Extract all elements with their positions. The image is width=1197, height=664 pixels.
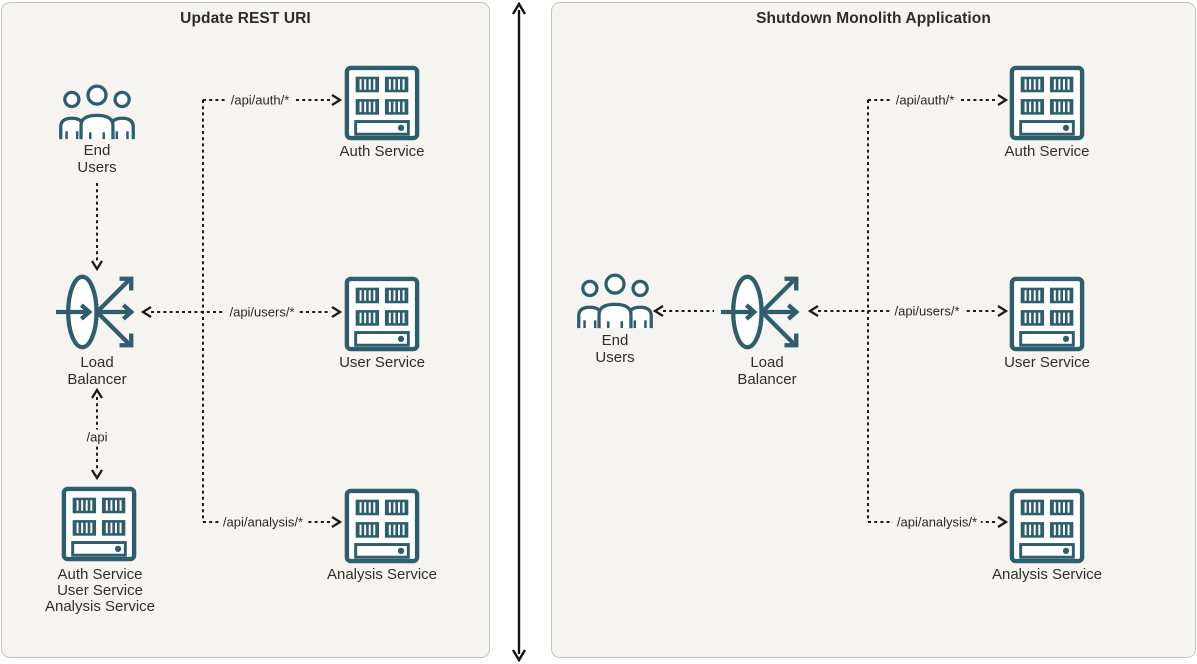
monolith-server-icon: [60, 485, 138, 563]
auth-service-icon: [343, 64, 421, 142]
analysis-service-label: Analysis Service: [326, 566, 438, 583]
load-balancer-icon: [55, 268, 141, 356]
auth-service-icon: [1008, 64, 1086, 142]
right-panel-title: Shutdown Monolith Application: [756, 10, 991, 27]
user-service-label: User Service: [339, 354, 425, 371]
user-service-icon: [343, 275, 421, 353]
analysis-service-icon: [1008, 487, 1086, 565]
load-balancer-icon: [720, 268, 806, 356]
left-panel-title: Update REST URI: [180, 10, 311, 27]
route-label-auth: /api/auth/*: [891, 92, 959, 108]
route-label-users: /api/users/*: [890, 303, 964, 319]
vertical-double-arrow-icon: [511, 1, 527, 663]
end-users-label: End Users: [77, 142, 117, 176]
user-service-label: User Service: [1004, 354, 1090, 371]
load-balancer-label: Load Balancer: [737, 354, 797, 388]
route-label-analysis: /api/analysis/*: [892, 514, 982, 530]
route-label-api: /api: [82, 429, 112, 445]
auth-service-label: Auth Service: [339, 143, 425, 160]
route-label-analysis: /api/analysis/*: [218, 514, 308, 530]
monolith-label: Auth Service User Service Analysis Servi…: [44, 566, 156, 615]
analysis-service-label: Analysis Service: [991, 566, 1103, 583]
end-users-icon: [58, 83, 136, 141]
load-balancer-label: Load Balancer: [67, 354, 127, 388]
route-label-auth: /api/auth/*: [226, 92, 294, 108]
end-users-label: End Users: [595, 332, 635, 366]
route-label-users: /api/users/*: [225, 304, 299, 320]
end-users-icon: [576, 272, 654, 330]
analysis-service-icon: [343, 487, 421, 565]
panel-shutdown-monolith: [551, 2, 1196, 658]
auth-service-label: Auth Service: [1004, 143, 1090, 160]
user-service-icon: [1008, 275, 1086, 353]
